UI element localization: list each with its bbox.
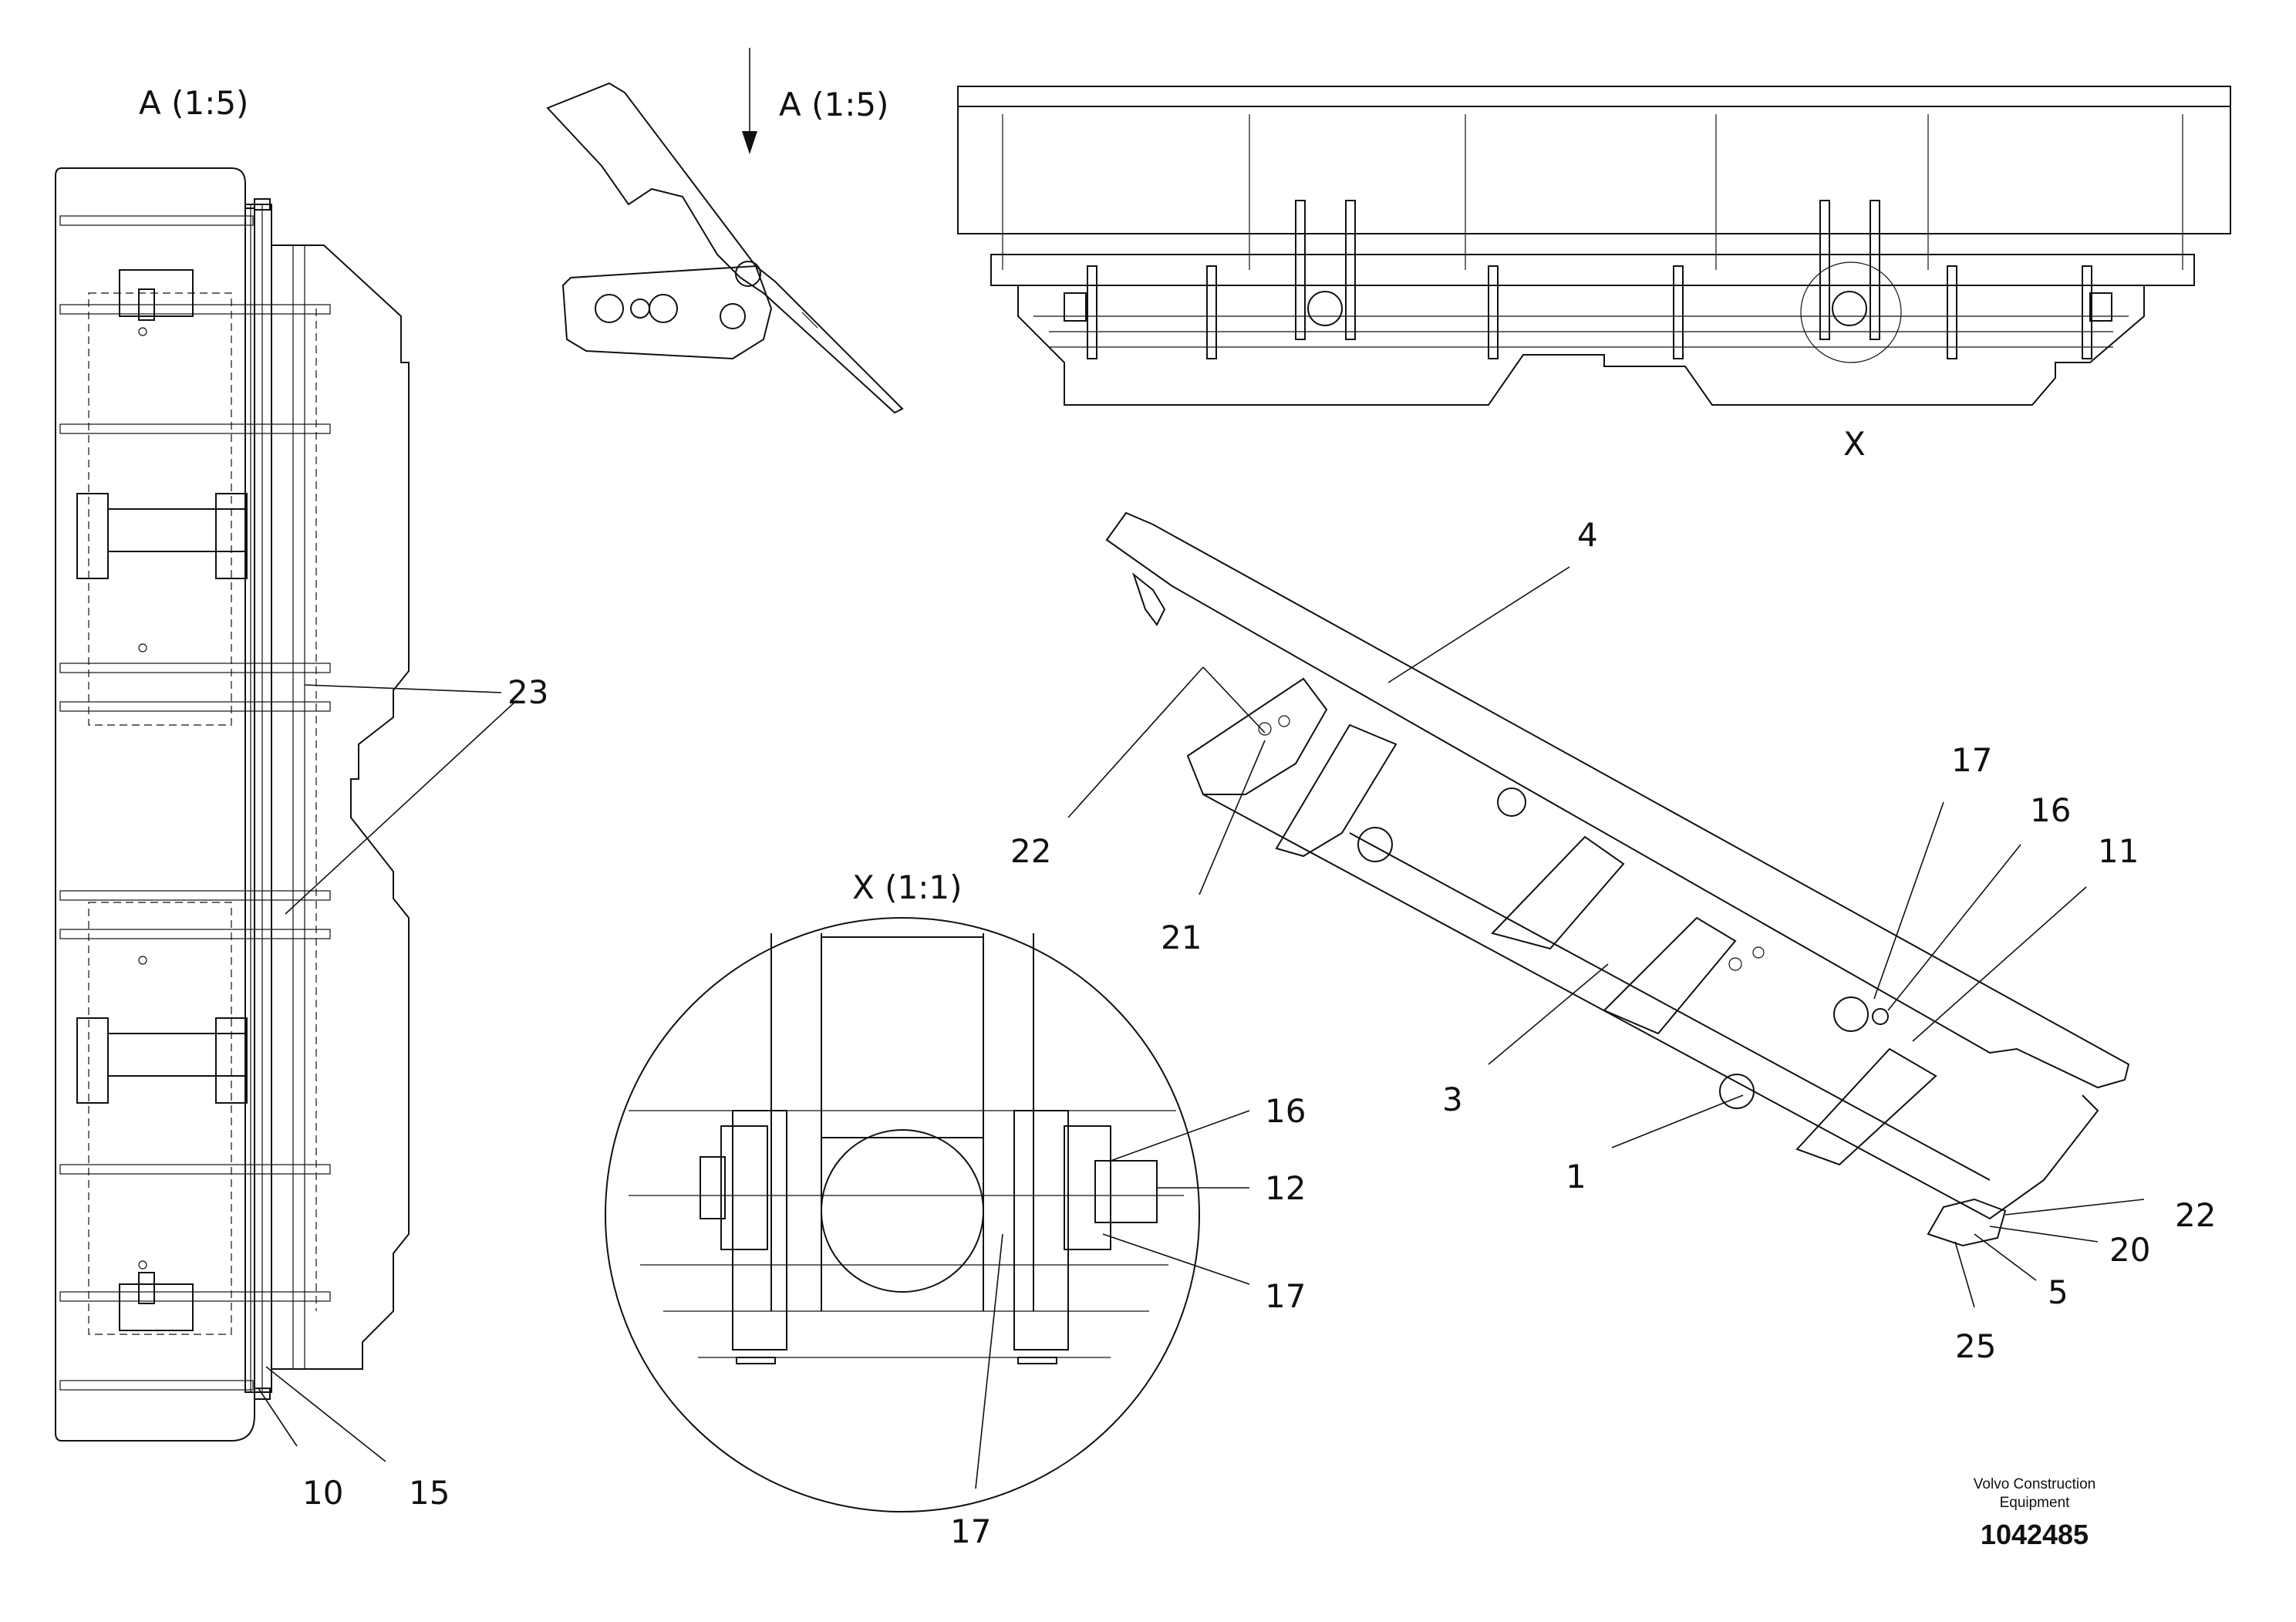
iso-blade-top (1105, 511, 2130, 1089)
callout-15: 15 (409, 1474, 450, 1512)
cross-bars (59, 215, 331, 1391)
detail-view-x: X (1:1) 16 12 17 17 (605, 868, 1306, 1550)
front-brackets (1087, 200, 2092, 359)
leader-15 (265, 1366, 386, 1462)
front-view: X (957, 86, 2231, 463)
iso-callout-11: 11 (2098, 832, 2139, 870)
iso-plate-1 (1186, 677, 1328, 795)
callout-23: 23 (507, 673, 548, 711)
iso-callout-16: 16 (2030, 791, 2071, 829)
detail-nut (1094, 1160, 1158, 1223)
iso-callout-25: 25 (1955, 1327, 1996, 1365)
iso-callout-20: 20 (2109, 1231, 2150, 1269)
back-plate-outline (55, 167, 255, 1442)
left-view-a: A (1:5) (55, 84, 548, 1512)
detail-callout-12: 12 (1265, 1169, 1306, 1207)
iso-callout-22-top: 22 (1010, 832, 1051, 870)
leader-10 (258, 1388, 298, 1447)
iso-callout-21: 21 (1161, 919, 1202, 956)
detail-circle (605, 917, 1200, 1512)
bracket-assembly-lower (76, 956, 248, 1331)
left-view-title: A (1:5) (139, 84, 248, 122)
detail-roller (821, 1129, 984, 1293)
side-view-title: A (1:5) (779, 86, 888, 123)
blade-section (546, 82, 904, 414)
iso-callout-17: 17 (1951, 741, 1992, 779)
iso-callout-5: 5 (2048, 1273, 2068, 1311)
title-block: Volvo Construction Equipment 1042485 (1974, 1476, 2095, 1550)
detail-x-circle (1800, 261, 1902, 363)
detail-right-plate (1013, 1110, 1069, 1351)
cutting-edge-profile (1017, 285, 2145, 406)
detail-left-plate (732, 1110, 787, 1351)
iso-plate-4 (1603, 916, 1737, 1035)
leader-23a (304, 684, 502, 693)
company-name-line1: Volvo Construction (1974, 1476, 2095, 1492)
view-arrow-head (742, 131, 757, 154)
company-name-line2: Equipment (2000, 1495, 2071, 1511)
iso-plate-3 (1491, 835, 1625, 950)
bracket-assembly-upper (76, 269, 248, 653)
blade-face (957, 106, 2231, 234)
blade-profile (271, 244, 410, 1370)
detail-view-title: X (1:1) (852, 868, 963, 906)
document-number: 1042485 (1981, 1519, 2089, 1550)
isometric-view: 4 22 21 17 16 11 3 1 22 20 5 25 (1010, 511, 2216, 1365)
detail-callout-16: 16 (1265, 1092, 1306, 1130)
leader-23b (285, 700, 518, 915)
top-edge (957, 86, 2231, 107)
detail-marker: X (1843, 425, 1866, 463)
inner-frame-lower (88, 902, 232, 1335)
iso-plate-2 (1275, 723, 1397, 858)
iso-callout-4: 4 (1577, 516, 1598, 554)
iso-callout-3: 3 (1442, 1081, 1463, 1118)
iso-end-bracket (1927, 1198, 2007, 1247)
iso-callout-22-bottom: 22 (2175, 1196, 2216, 1234)
iso-callout-1: 1 (1566, 1158, 1586, 1195)
callout-10: 10 (302, 1474, 343, 1512)
iso-plate-5 (1795, 1047, 1937, 1166)
side-view: A (1:5) (546, 48, 904, 414)
detail-callout-17-right: 17 (1265, 1277, 1306, 1315)
detail-callout-17-bottom: 17 (950, 1512, 991, 1550)
mount-block (561, 265, 773, 360)
hinge-rail (244, 204, 272, 1393)
